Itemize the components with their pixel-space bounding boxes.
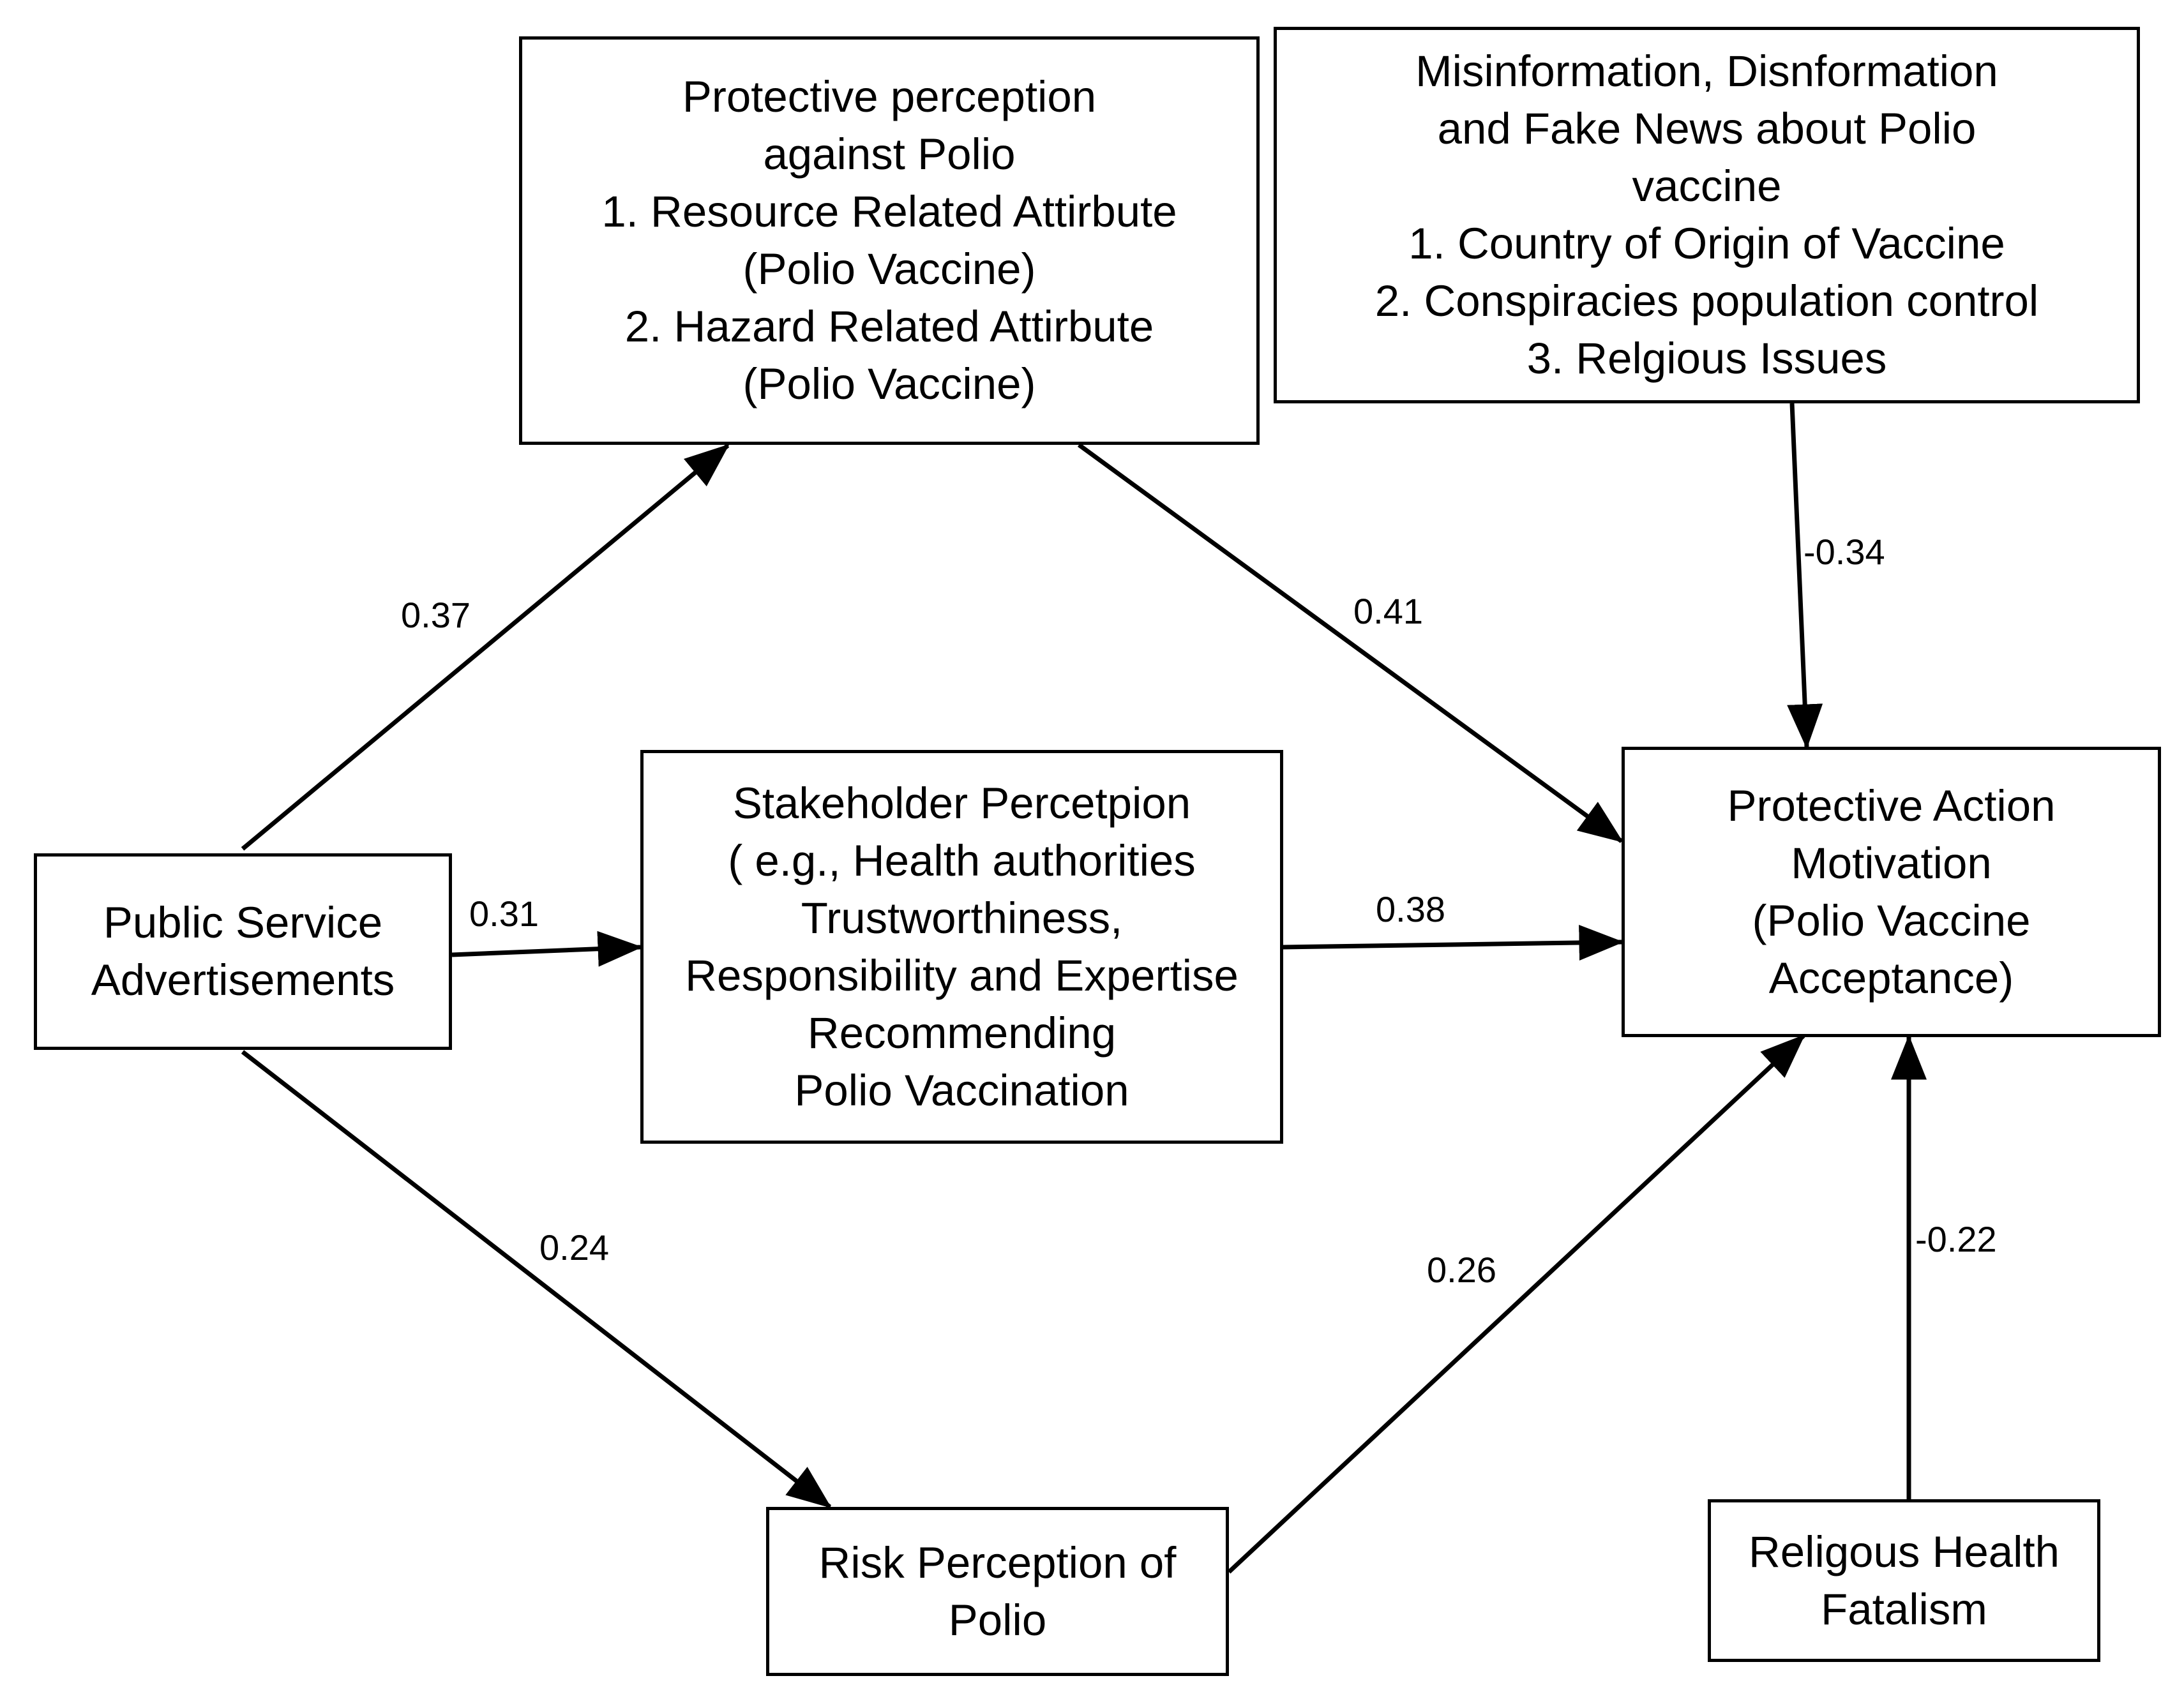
node-line: 2. Conspiracies population control (1374, 276, 2039, 326)
node-line: Responsibility and Expertise (685, 950, 1239, 1000)
node-line: ( e.g., Health authorities (728, 835, 1196, 885)
node-line: Risk Perception of (818, 1538, 1177, 1587)
node-line: Acceptance) (1768, 953, 2014, 1003)
edge-risk-to-action (1227, 1034, 1805, 1574)
node-stakeholder-perception: Stakeholder Percetpion ( e.g., Health au… (640, 750, 1283, 1144)
edge-label-neg-0-34: -0.34 (1804, 532, 1885, 572)
node-line: Recommending (807, 1008, 1117, 1058)
node-religious-health-fatalism: Religous Health Fatalism (1708, 1499, 2100, 1662)
node-line: Protective perception (682, 72, 1097, 121)
node-line: Trustworthiness, (801, 893, 1123, 943)
node-line: 2. Hazard Related Attirbute (624, 302, 1154, 351)
edge-stakeholder-to-action (1283, 925, 1624, 961)
node-line: (Polio Vaccine) (742, 359, 1036, 408)
node-line: Protective Action (1727, 781, 2056, 830)
edge-label-0-31: 0.31 (469, 894, 539, 934)
edge-label-0-38: 0.38 (1376, 889, 1445, 929)
node-line: (Polio Vaccine) (742, 244, 1036, 294)
edge-psa-to-risk (241, 1050, 832, 1509)
node-line: 1. Country of Origin of Vaccine (1408, 219, 2005, 268)
node-risk-perception: Risk Perception of Polio (766, 1507, 1229, 1676)
node-line: Fatalism (1821, 1584, 1987, 1634)
edge-label-0-41: 0.41 (1353, 591, 1423, 631)
edge-label-0-37: 0.37 (401, 595, 471, 635)
node-protective-action-motivation: Protective Action Motivation (Polio Vacc… (1622, 747, 2161, 1037)
node-line: 1. Resource Related Attirbute (601, 187, 1177, 236)
node-line: Polio (948, 1595, 1047, 1645)
edge-misinformation-to-action (1787, 403, 1823, 749)
node-line: Public Service (103, 898, 383, 947)
edge-psa-to-stakeholder (451, 931, 643, 967)
edge-protective-perception-to-action (1077, 443, 1623, 843)
node-line: 3. Relgious Issues (1526, 334, 1887, 383)
node-line: and Fake News about Polio (1437, 104, 1977, 153)
node-protective-perception: Protective perception against Polio 1. R… (519, 36, 1260, 445)
node-public-service-advertisements: Public Service Advertisements (34, 853, 452, 1050)
node-line: Polio Vaccination (794, 1065, 1129, 1115)
node-line: (Polio Vaccine (1752, 895, 2031, 945)
edge-label-0-24: 0.24 (539, 1227, 609, 1268)
node-line: against Polio (763, 130, 1016, 179)
edge-label-0-26: 0.26 (1427, 1250, 1496, 1290)
node-line: Stakeholder Percetpion (732, 778, 1191, 828)
edge-label-neg-0-22: -0.22 (1915, 1219, 1997, 1259)
node-line: Misinformation, Disnformation (1415, 47, 1998, 96)
edge-psa-to-protective-perception (241, 444, 730, 851)
node-line: Motivation (1791, 838, 1992, 888)
node-misinformation: Misinformation, Disnformation and Fake N… (1274, 27, 2140, 403)
node-line: Advertisements (91, 955, 395, 1005)
node-line: Religous Health (1748, 1527, 2060, 1576)
node-line: vaccine (1632, 161, 1782, 211)
